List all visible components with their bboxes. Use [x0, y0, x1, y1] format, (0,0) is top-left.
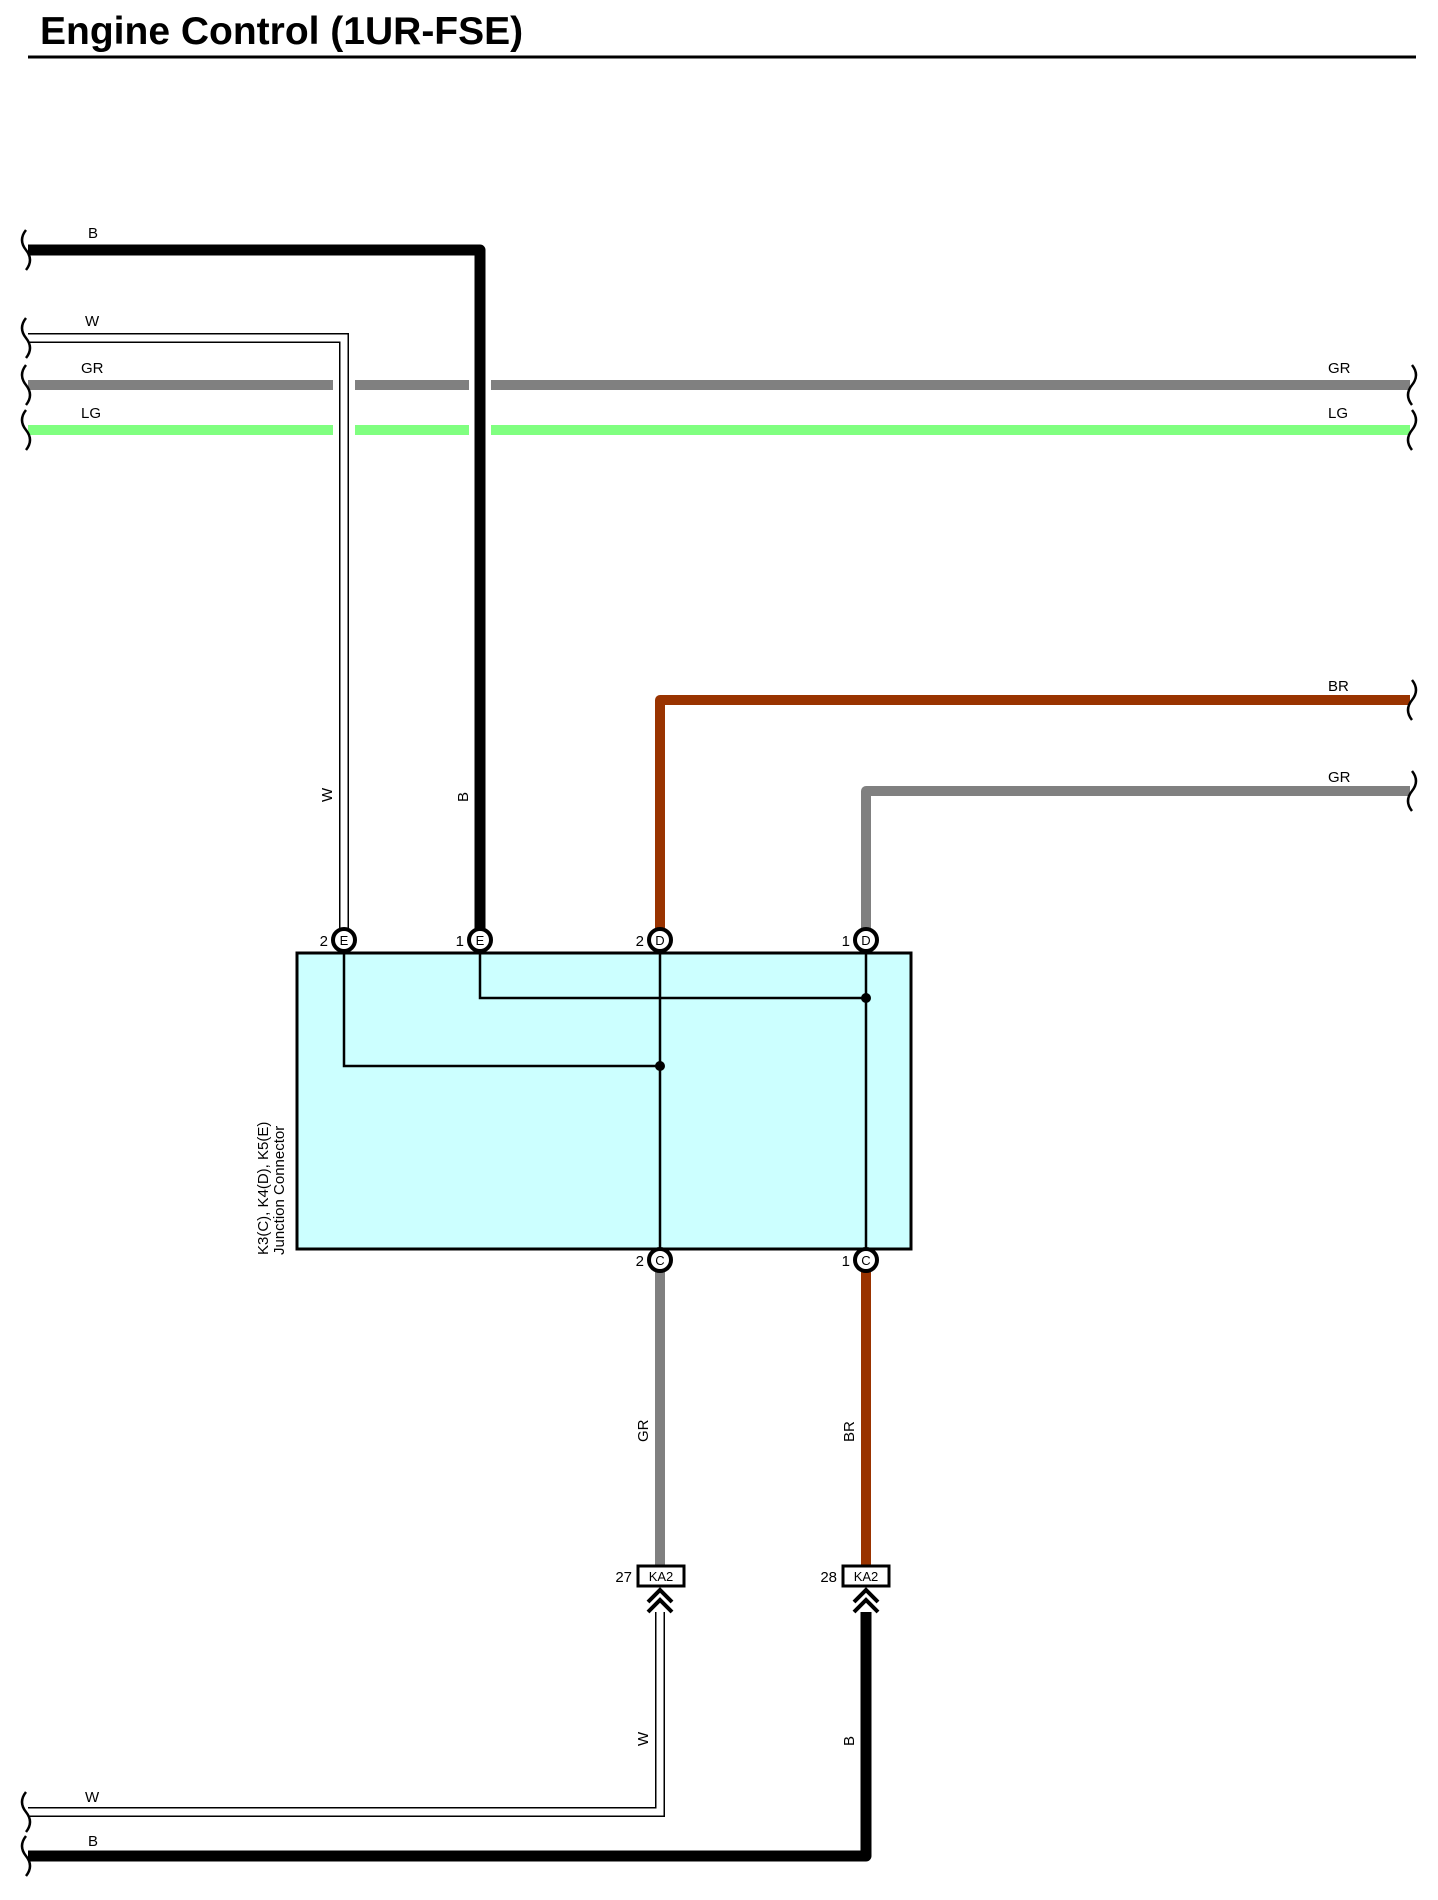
wire-label: B — [88, 1833, 98, 1850]
pin-letter: E — [340, 933, 349, 948]
wire-label: B — [841, 1736, 858, 1746]
wire-label: W — [85, 313, 100, 330]
pin-letter: E — [476, 933, 485, 948]
junction-connector-box — [295, 951, 913, 1251]
wire-label: GR — [635, 1419, 652, 1442]
junction-label: K3(C), K4(D), K5(E) Junction Connector — [255, 1122, 288, 1255]
pin-number: 1 — [456, 933, 464, 950]
wire-label: B — [88, 225, 98, 242]
junction-type: Junction Connector — [271, 1126, 288, 1255]
pin-number: 1 — [842, 933, 850, 950]
pin-1-d: D 1 — [842, 927, 879, 953]
wire-label: W — [85, 1789, 100, 1806]
pin-letter: C — [861, 1253, 870, 1268]
pin-letter: D — [861, 933, 870, 948]
junction-name: K3(C), K4(D), K5(E) — [255, 1122, 272, 1255]
pin-1-e: E 1 — [456, 927, 493, 953]
pin-2-e: E 2 — [320, 927, 357, 953]
connector-code: KA2 — [649, 1569, 674, 1584]
page-title: Engine Control (1UR-FSE) — [40, 10, 523, 53]
pin-letter: C — [655, 1253, 664, 1268]
pin-1-c: C 1 — [842, 1247, 879, 1273]
connector-pin: 27 — [615, 1569, 632, 1586]
pin-number: 1 — [842, 1253, 850, 1270]
wire-label: W — [635, 1731, 652, 1746]
wire-label: W — [319, 787, 336, 802]
wire-b-top — [28, 244, 486, 936]
pin-2-c: C 2 — [636, 1247, 673, 1273]
wire-label: GR — [1328, 769, 1351, 786]
pin-2-d: D 2 — [636, 927, 673, 953]
splice-dot — [655, 1061, 665, 1071]
pin-number: 2 — [636, 1253, 644, 1270]
pin-number: 2 — [636, 933, 644, 950]
wire-gr-top-right — [861, 786, 1410, 936]
wire-label: LG — [1328, 405, 1348, 422]
wire-label: BR — [1328, 678, 1349, 695]
wire-label: B — [455, 792, 472, 802]
wire-b-bottom — [28, 1612, 872, 1862]
wire-w-top — [28, 333, 349, 936]
wire-br-top-right — [655, 695, 1410, 936]
wire-label: BR — [841, 1421, 858, 1442]
wire-label: LG — [81, 405, 101, 422]
connector-28-ka2: KA2 28 — [820, 1564, 891, 1614]
wire-break-symbols — [20, 229, 1418, 1877]
splice-dot — [861, 993, 871, 1003]
wire-label: GR — [81, 360, 104, 377]
pin-letter: D — [655, 933, 664, 948]
connector-27-ka2: KA2 27 — [615, 1564, 686, 1614]
wire-w-bottom — [28, 1612, 665, 1817]
wire-label: GR — [1328, 360, 1351, 377]
pin-number: 2 — [320, 933, 328, 950]
connector-pin: 28 — [820, 1569, 837, 1586]
connector-code: KA2 — [854, 1569, 879, 1584]
